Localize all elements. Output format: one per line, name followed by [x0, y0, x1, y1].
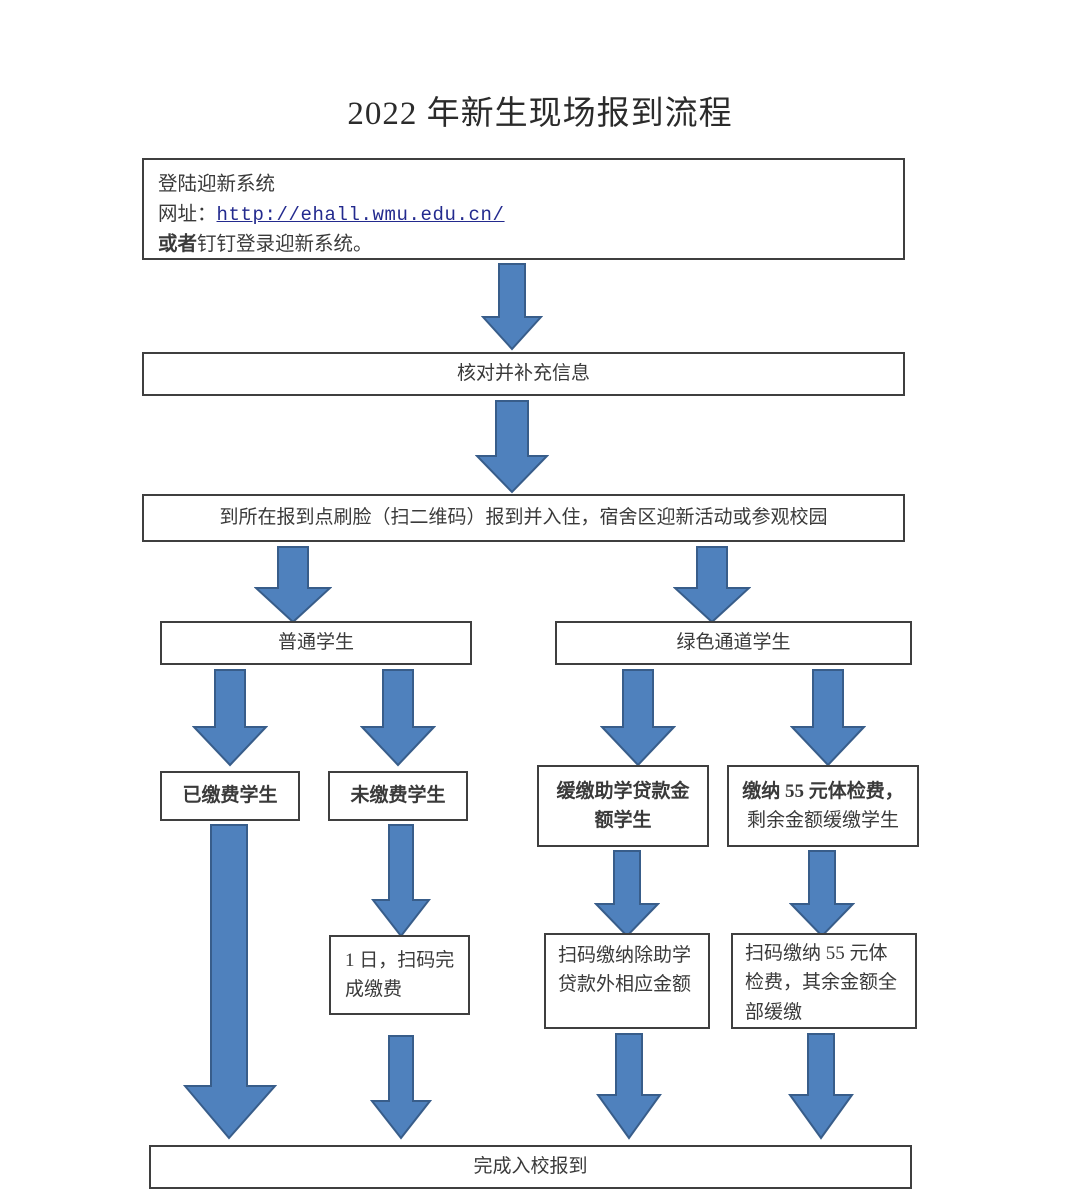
node-normal-student: 普通学生: [160, 621, 472, 665]
exam-fee-student-line-2: 剩余金额缓缴学生: [746, 810, 899, 831]
login-alt-rest: 钉钉登录迎新系统。: [197, 233, 373, 255]
normal-student-label: 普通学生: [277, 632, 354, 654]
node-pay-55-and-defer-rest: 扫码缴纳 55 元体 检费，其余金额全 部缓缴: [731, 933, 917, 1029]
node-unpaid-student: 未缴费学生: [328, 771, 468, 821]
loan-deferred-student-line-1: 缓缴助学贷款金: [556, 780, 690, 802]
pay-55-rest-line-3: 部缓缴: [745, 1001, 803, 1023]
pay-by-day-line-1: 1 日，扫码完: [345, 949, 455, 971]
paid-student-label: 已缴费学生: [182, 785, 278, 807]
login-alt-prefix: 或者: [158, 233, 198, 255]
exam-fee-student-line-1: 缴纳 55 元体检费，: [742, 780, 904, 802]
arrow-green-channel-to-exam-fee-student: [790, 669, 866, 767]
arrow-paid-student-to-finish: [183, 824, 277, 1140]
arrow-verify-info-to-checkin: [475, 400, 549, 494]
login-line-3: 或者钉钉登录迎新系统。: [158, 230, 889, 260]
arrow-exam-fee-student-to-pay-55-rest: [789, 850, 855, 938]
unpaid-student-label: 未缴费学生: [350, 785, 446, 807]
node-pay-except-loan: 扫码缴纳除助学 贷款外相应金额: [544, 933, 710, 1029]
arrow-pay-by-day-to-finish: [370, 1035, 432, 1140]
node-exam-fee-student: 缴纳 55 元体检费， 剩余金额缓缴学生: [727, 765, 919, 847]
arrow-pay-except-loan-to-finish: [596, 1033, 662, 1140]
page-title: 2022 年新生现场报到流程: [347, 96, 733, 132]
arrow-normal-student-to-paid-student: [192, 669, 268, 767]
arrow-checkin-to-normal-student: [254, 546, 332, 624]
loan-deferred-student-line-2: 额学生: [594, 810, 652, 831]
pay-except-loan-line-2: 贷款外相应金额: [558, 974, 692, 996]
node-paid-student: 已缴费学生: [160, 771, 300, 821]
ehall-url-link[interactable]: http://ehall.wmu.edu.cn/: [216, 203, 505, 226]
node-login-system: 登陆迎新系统 网址：http://ehall.wmu.edu.cn/ 或者钉钉登…: [142, 158, 905, 260]
arrow-checkin-to-green-channel-student: [673, 546, 751, 624]
node-checkin-and-move-in: 到所在报到点刷脸（扫二维码）报到并入住，宿舍区迎新活动或参观校园: [142, 494, 905, 542]
login-line-2: 网址：http://ehall.wmu.edu.cn/: [158, 200, 889, 230]
node-finish-enrollment: 完成入校报到: [149, 1145, 912, 1189]
node-pay-by-day: 1 日，扫码完 成缴费: [329, 935, 470, 1015]
node-green-channel-student: 绿色通道学生: [555, 621, 912, 665]
arrow-pay-55-rest-to-finish: [788, 1033, 854, 1140]
node-loan-deferred-student: 缓缴助学贷款金 额学生: [537, 765, 709, 847]
node-verify-and-supplement-info: 核对并补充信息: [142, 352, 905, 396]
arrow-login-to-verify-info: [481, 263, 543, 351]
arrow-unpaid-student-to-pay-by-day: [371, 824, 431, 938]
pay-except-loan-line-1: 扫码缴纳除助学: [558, 945, 692, 966]
green-channel-student-label: 绿色通道学生: [676, 632, 791, 654]
pay-55-rest-line-2: 检费，其余金额全: [745, 972, 898, 994]
finish-label: 完成入校报到: [473, 1156, 588, 1178]
login-line-1: 登陆迎新系统: [158, 174, 276, 195]
pay-55-rest-line-1: 扫码缴纳 55 元体: [745, 943, 888, 964]
verify-info-label: 核对并补充信息: [456, 363, 590, 385]
pay-by-day-line-2: 成缴费: [345, 979, 403, 1000]
arrow-loan-deferred-to-pay-except-loan: [594, 850, 660, 938]
login-url-label: 网址：: [158, 203, 217, 225]
checkin-label: 到所在报到点刷脸（扫二维码）报到并入住，宿舍区迎新活动或参观校园: [219, 507, 828, 529]
arrow-green-channel-to-loan-deferred-student: [600, 669, 676, 767]
arrow-normal-student-to-unpaid-student: [360, 669, 436, 767]
